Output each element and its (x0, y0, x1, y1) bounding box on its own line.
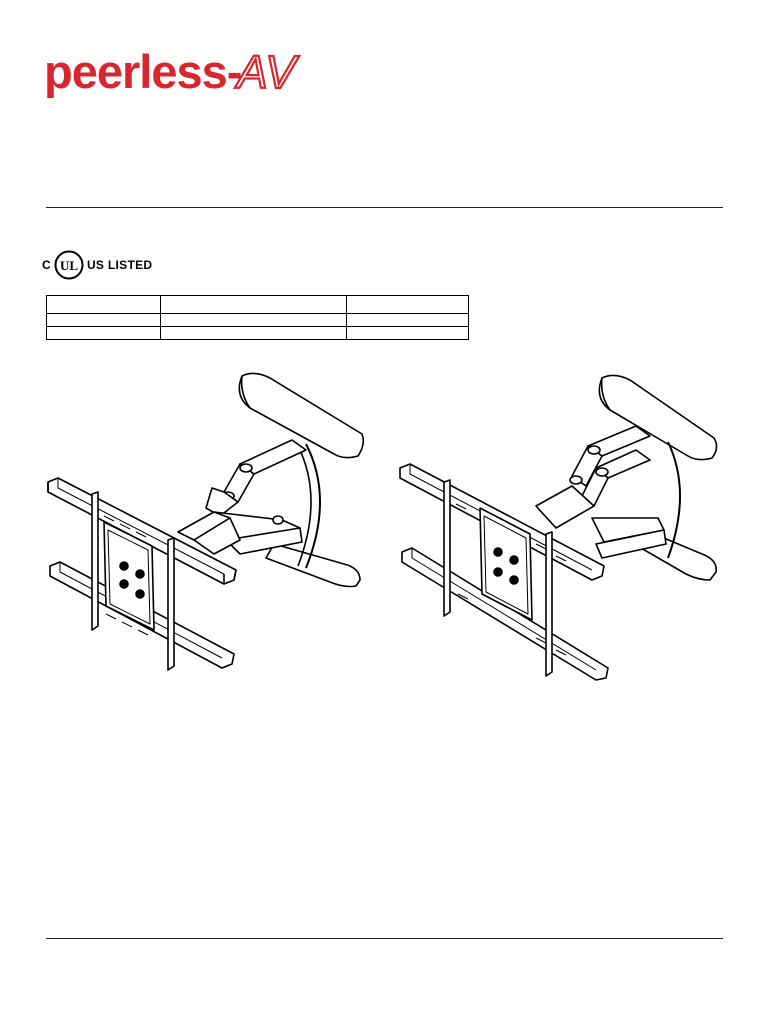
ul-listed-mark: C UL US LISTED (42, 248, 152, 282)
ul-listed-text: US LISTED (86, 258, 153, 272)
svg-text:UL: UL (60, 258, 78, 273)
table-cell (46, 313, 161, 327)
table-cell (346, 313, 469, 327)
table-cell (160, 295, 347, 314)
table-row (46, 326, 469, 340)
table-cell (160, 326, 347, 340)
logo-suffix-text: AV (234, 46, 300, 98)
table-cell (346, 295, 469, 314)
svg-text:peerless-: peerless- (44, 45, 241, 98)
logo-primary-text: peerless (44, 45, 227, 98)
articulating-wall-mount-icon (399, 374, 718, 681)
table-cell (46, 295, 161, 314)
table-row (46, 313, 469, 327)
table-cell (346, 326, 469, 340)
spec-table (46, 295, 469, 340)
peerless-av-logo: peerless- AV (44, 45, 301, 99)
table-cell (46, 326, 161, 340)
table-row (46, 295, 469, 314)
logo-dash: - (227, 45, 242, 98)
table-cell (160, 313, 347, 327)
header-divider (46, 207, 723, 208)
ul-c-text: C (42, 258, 51, 272)
articulating-wall-mount-icon (47, 372, 365, 671)
footer-divider (46, 938, 723, 939)
ul-logo-icon: UL (54, 250, 84, 280)
